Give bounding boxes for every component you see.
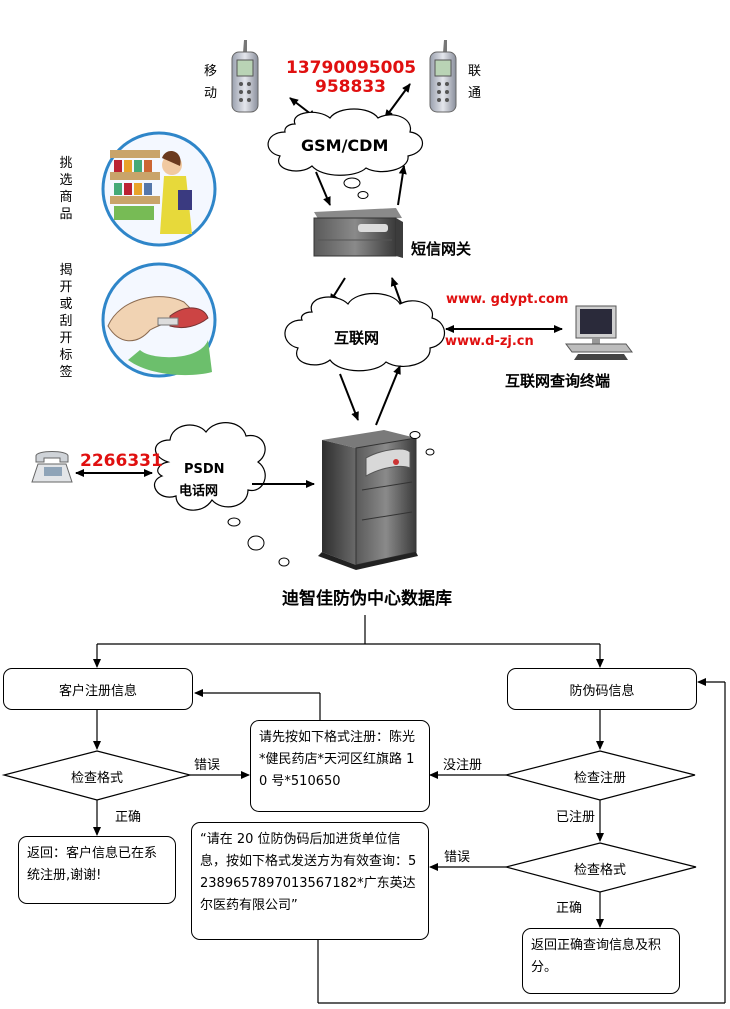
register-prompt-box: 请先按如下格式注册：陈光*健民药店*天河区红旗路 10 号*510650	[250, 720, 430, 812]
url-2-link[interactable]: www.d-zj.cn	[445, 334, 534, 349]
unregistered-label: 没注册	[443, 758, 483, 773]
psdn-line1: PSDN	[184, 462, 225, 477]
check-format-left-label: 检查格式	[70, 771, 123, 786]
return-registered-text: 返回：客户信息已在系统注册,谢谢!	[27, 846, 158, 883]
step-peel-label: 揭开或刮开标签	[59, 263, 73, 380]
internet-terminal-label: 互联网查询终端	[505, 372, 611, 390]
mobile-phone-right-icon	[429, 40, 457, 113]
check-register-label: 检查注册	[573, 771, 626, 786]
url-1-link[interactable]: www. gdypt.com	[446, 292, 569, 307]
correct-left-label: 正确	[115, 810, 142, 825]
sms-gateway-server-icon	[313, 208, 403, 258]
anti-fake-code-label: 防伪码信息	[569, 683, 635, 699]
gsm-cloud-tail	[343, 177, 369, 199]
computer-terminal-icon	[565, 305, 633, 360]
database-cloud-tail	[409, 431, 435, 456]
internet-cloud-shape	[284, 293, 446, 372]
return-result-box: 返回正确查询信息及积分。	[522, 928, 680, 994]
error-left-label: 错误	[194, 758, 221, 773]
psdn-line2: 电话网	[179, 484, 219, 499]
customer-register-label: 客户注册信息	[58, 683, 137, 699]
correct-right-label: 正确	[556, 901, 583, 916]
return-registered-box: 返回：客户信息已在系统注册,谢谢!	[18, 836, 176, 904]
mobile-label: 移动	[204, 64, 218, 101]
step-pick-label: 挑选商品	[59, 156, 73, 222]
gsm-cloud-shape	[267, 108, 424, 176]
phone-number: 2266331	[80, 451, 163, 471]
landline-phone-icon	[31, 451, 73, 483]
psdn-cloud-tail	[227, 517, 290, 567]
sms-number-2: 958833	[315, 77, 386, 97]
error-right-label: 错误	[444, 850, 471, 865]
code-prompt-box: “请在 20 位防伪码后加进货单位信息，按如下格式发送方为有效查询：523896…	[191, 822, 429, 940]
customer-register-box: 客户注册信息	[3, 668, 193, 710]
database-server-icon	[318, 430, 418, 570]
peel-label-illustration-icon	[101, 262, 217, 378]
return-result-text: 返回正确查询信息及积分。	[531, 938, 662, 975]
register-prompt-text: 请先按如下格式注册：陈光*健民药店*天河区红旗路 10 号*510650	[259, 730, 416, 789]
mobile-phone-left-icon	[231, 40, 259, 113]
code-prompt-text: “请在 20 位防伪码后加进货单位信息，按如下格式发送方为有效查询：523896…	[200, 832, 417, 913]
gsm-cloud-label: GSM/CDM	[301, 136, 389, 155]
check-format-right-label: 检查格式	[573, 863, 626, 878]
shopping-woman-illustration-icon	[101, 131, 217, 247]
psdn-cloud-shape	[154, 422, 266, 511]
sms-gateway-label: 短信网关	[411, 240, 472, 258]
anti-fake-code-box: 防伪码信息	[507, 668, 697, 710]
unicom-label: 联通	[468, 64, 482, 101]
sms-number-1: 13790095005	[286, 58, 417, 78]
registered-label: 已注册	[556, 810, 596, 825]
internet-cloud-label: 互联网	[334, 329, 380, 347]
database-title: 迪智佳防伪中心数据库	[282, 589, 452, 609]
